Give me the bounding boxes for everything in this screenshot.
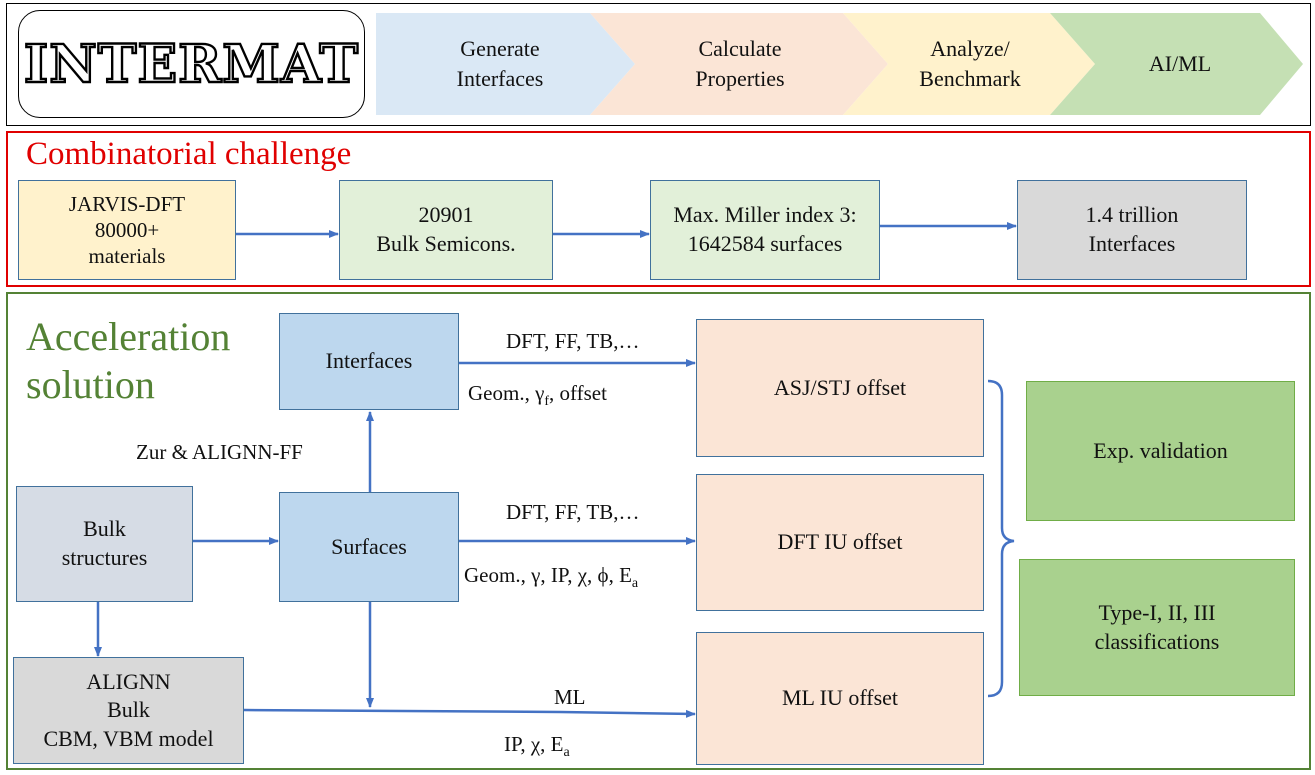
chevron-analyze [843, 13, 1095, 115]
geom-mid-label: Geom., γ, IP, χ, ϕ, Ea [464, 565, 638, 591]
ml-edge-label: ML [554, 685, 586, 709]
acceleration-title-line2: solution [26, 362, 155, 407]
classifications-node: Type-I, II, III classifications [1019, 559, 1295, 696]
bulk-structures-node: Bulk structures [16, 486, 193, 602]
geom-mid-prefix: Geom., γ, IP, χ, ϕ, E [464, 563, 632, 587]
step-analyze-label: Analyze/ Benchmark [919, 36, 1021, 91]
geom-gamma-f-suffix: , offset [549, 381, 607, 405]
geom-gamma-f-prefix: Geom., γ [468, 381, 545, 405]
intermat-logo: INTERMAT [18, 10, 365, 118]
step-calculate-label: Calculate Properties [695, 36, 785, 91]
logo-text: INTERMAT [23, 32, 360, 95]
dft-iu-offset-node: DFT IU offset [696, 474, 984, 611]
trillion-interfaces-box: 1.4 trillion Interfaces [1017, 180, 1247, 280]
alignn-bulk-node: ALIGNN Bulk CBM, VBM model [13, 657, 244, 764]
arrow-alignn-to-ml [243, 708, 696, 718]
step-aiml-label: AI/ML [1148, 51, 1212, 77]
ip-chi-sub: a [563, 745, 570, 761]
asj-stj-offset-node: ASJ/STJ offset [696, 319, 984, 457]
interfaces-node: Interfaces [279, 313, 459, 410]
surfaces-node: Surfaces [279, 492, 459, 602]
ip-chi-ea-label: IP, χ, Ea [504, 734, 570, 760]
combinatorial-panel [6, 131, 1311, 287]
zur-alignn-ff-label: Zur & ALIGNN-FF [136, 440, 303, 464]
acceleration-title-line1: Acceleration [26, 314, 231, 359]
dft-ff-tb-top-label: DFT, FF, TB,… [506, 329, 640, 353]
geom-gamma-f-label: Geom., γf, offset [468, 383, 607, 409]
bulk-semicons-box: 20901 Bulk Semicons. [339, 180, 553, 280]
ml-iu-offset-node: ML IU offset [696, 632, 984, 765]
geom-gamma-f-sub: f [544, 394, 550, 410]
jarvis-dft-box: JARVIS-DFT 80000+ materials [18, 180, 236, 280]
dft-ff-tb-mid-label: DFT, FF, TB,… [506, 500, 640, 524]
step-generate-label: Generate Interfaces [456, 36, 544, 91]
chevron-calculate [590, 13, 888, 115]
combinatorial-title: Combinatorial challenge [26, 136, 352, 172]
chevron-generate [376, 13, 635, 115]
ip-chi-prefix: IP, χ, E [504, 732, 564, 756]
chevron-aiml [1050, 13, 1303, 115]
header-panel [6, 3, 1311, 126]
curly-brace [987, 379, 1015, 698]
exp-validation-node: Exp. validation [1026, 381, 1295, 521]
geom-mid-sub: a [631, 576, 639, 592]
miller-index-box: Max. Miller index 3: 1642584 surfaces [650, 180, 880, 280]
acceleration-panel [6, 292, 1311, 770]
